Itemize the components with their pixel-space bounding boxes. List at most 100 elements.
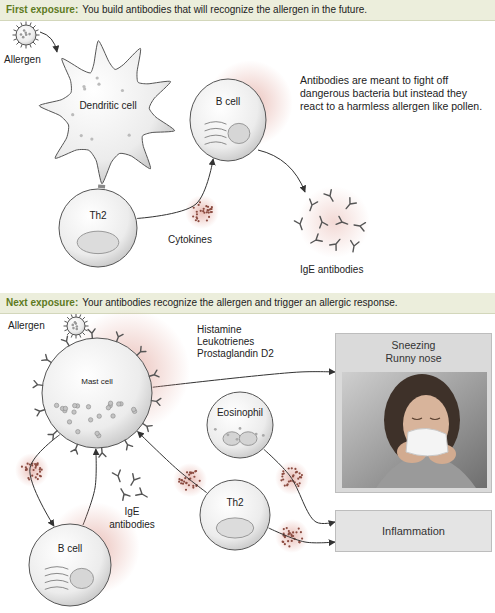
cell-membrane <box>59 189 137 267</box>
cytokine-dot <box>190 472 192 474</box>
cytokine-dot <box>298 527 300 529</box>
cytokine-dot <box>26 463 28 465</box>
antibody-cluster <box>112 470 149 501</box>
allergen-spike <box>13 35 17 36</box>
allergen-spike <box>67 317 69 319</box>
closed-eyes <box>412 418 440 420</box>
antibody-glow <box>298 186 370 258</box>
nucleus <box>228 123 250 143</box>
cytokine-dot <box>182 483 184 485</box>
mast-cell: Mast cell <box>41 337 153 449</box>
flow-arrow <box>30 435 60 526</box>
allergen-spike <box>16 25 18 27</box>
reticulum <box>205 128 227 131</box>
cytokine-cluster <box>185 195 219 229</box>
allergen-spike <box>64 321 67 322</box>
cytokine-dot <box>292 531 294 533</box>
granule <box>108 401 112 405</box>
cytokine-dot <box>295 471 297 473</box>
cytokine-dot <box>26 469 28 471</box>
allergen-spike <box>21 23 22 26</box>
th2-cell: Th2 <box>58 188 138 268</box>
cytokine-dot <box>282 541 284 543</box>
allergen-spike <box>64 329 67 330</box>
b-cell: B cell <box>189 78 267 162</box>
granule <box>239 427 242 430</box>
cytokine-dot <box>183 480 185 482</box>
allergen-spike <box>71 314 72 317</box>
antibody-symbol <box>324 190 337 204</box>
cytokine-dot <box>282 541 284 543</box>
cytokine-dot <box>286 527 288 529</box>
allergen-spike <box>76 314 77 318</box>
allergen-spike <box>30 44 31 47</box>
granule <box>262 434 265 437</box>
cell-drawing <box>189 78 267 162</box>
cytokine-dot <box>180 482 182 484</box>
cell-drawing <box>58 188 138 268</box>
nucleus-lobe <box>223 432 241 446</box>
antibody-symbol <box>353 221 365 231</box>
cytokine-dot <box>178 478 180 480</box>
cytokine-dot <box>300 476 302 478</box>
cytokine-dot <box>288 532 290 534</box>
cell-label: Inflammation <box>382 525 445 538</box>
cytokine-dot <box>297 478 299 480</box>
cytokine-dot <box>185 482 187 484</box>
header-band: First exposure:You build antibodies that… <box>0 0 495 21</box>
antibody-symbol <box>33 381 43 389</box>
antibody-symbol <box>151 397 161 405</box>
cytokine-dot <box>39 468 41 470</box>
antibody-symbol <box>48 428 59 439</box>
cytokine-dot <box>286 484 288 486</box>
cytokine-cluster <box>275 519 309 553</box>
antibody-symbol <box>61 336 72 347</box>
cytokine-dot <box>193 207 195 209</box>
cytokine-dot <box>203 208 205 210</box>
reticulum <box>205 135 227 138</box>
cytokine-dot <box>288 480 290 482</box>
antibody-symbol <box>117 487 130 501</box>
flow-arrow <box>269 528 335 543</box>
antibody-symbol <box>148 370 159 379</box>
cytokine-dot <box>193 476 195 478</box>
antibody-symbol <box>141 421 152 432</box>
antibody-symbol <box>71 443 81 454</box>
cytokine-dot <box>288 545 290 547</box>
cell-label: B cell <box>216 96 240 108</box>
cytokine-dot <box>25 468 27 470</box>
allergen-body <box>16 25 36 45</box>
cytokine-dot <box>287 540 289 542</box>
allergen-pore <box>22 36 25 39</box>
granule <box>236 438 239 441</box>
flow-arrow <box>138 432 207 493</box>
allergen-pore <box>72 327 75 330</box>
cytokine-dot <box>189 471 191 473</box>
part-label: Allergen <box>4 54 41 67</box>
sneezing-person <box>376 374 476 488</box>
cytokine-dot <box>291 467 293 469</box>
cell-membrane <box>200 480 270 550</box>
hair <box>384 374 460 466</box>
granule <box>76 429 80 433</box>
allergen-spike <box>26 22 27 26</box>
symptom-panel: Inflammation <box>335 510 492 552</box>
reticulum <box>45 573 69 576</box>
cytokine-dot <box>181 479 183 481</box>
antibody-symbol <box>349 241 359 253</box>
cytokine-dot <box>186 471 188 473</box>
cytokine-dot <box>194 470 196 472</box>
cell-label: Th2 <box>89 210 106 222</box>
allergen-pore <box>75 328 78 331</box>
cytokine-glow <box>275 519 309 553</box>
cytokine-dot <box>208 216 210 218</box>
tissue <box>406 428 448 456</box>
allergen-spike <box>84 321 87 322</box>
antibody-symbol <box>35 406 46 415</box>
cytokine-dot <box>210 211 212 213</box>
antibody-symbol <box>309 234 323 247</box>
organelle <box>90 137 93 140</box>
cytokine-dot <box>298 541 300 543</box>
cytokine-dot <box>185 482 187 484</box>
